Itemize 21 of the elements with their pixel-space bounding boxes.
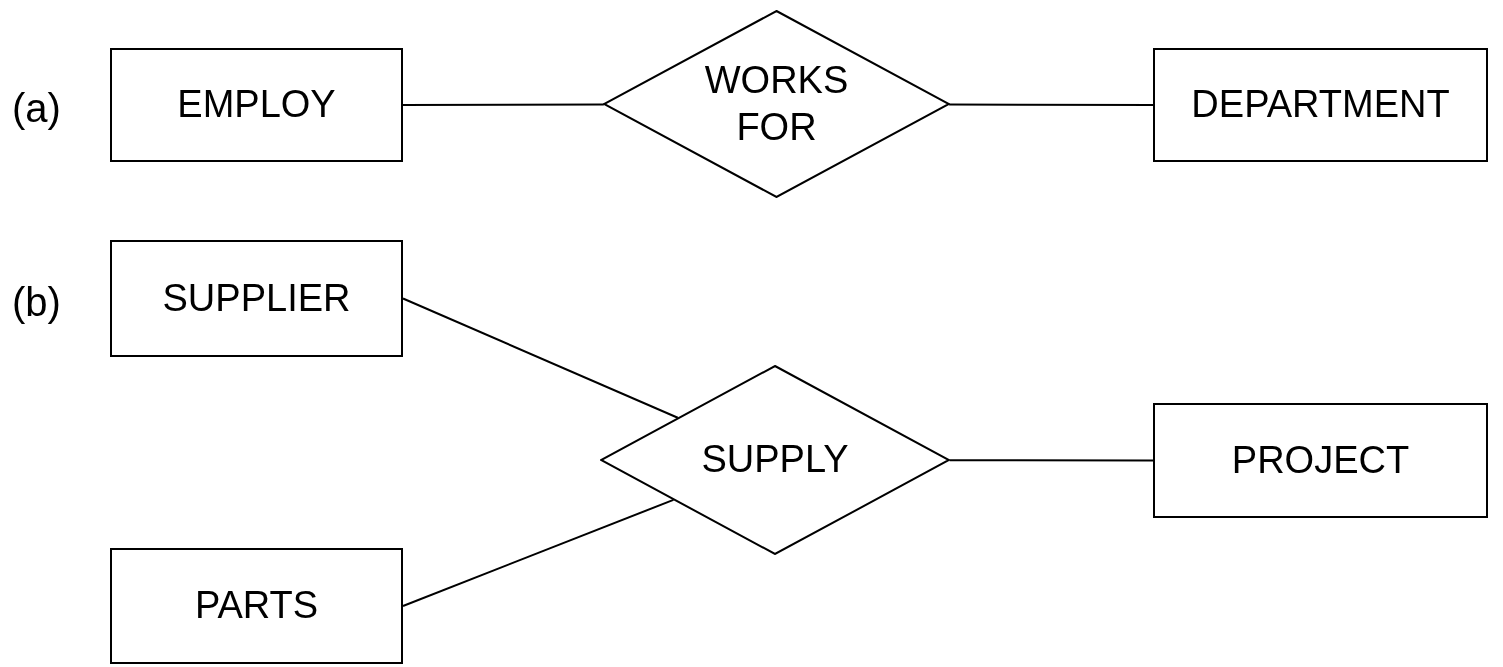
node-label: PARTS xyxy=(194,583,319,629)
node-label: SUPPLIER xyxy=(162,275,351,321)
node-label: WORKS FOR xyxy=(703,57,850,150)
relationship-diamond xyxy=(603,10,950,198)
entity-box xyxy=(1153,403,1488,518)
part-label: (a) xyxy=(12,85,61,132)
connector-line xyxy=(948,459,1154,462)
node-label: PROJECT xyxy=(1231,437,1410,483)
connector-line xyxy=(402,103,605,106)
entity-box xyxy=(110,548,403,664)
relationship-diamond xyxy=(600,365,950,555)
connector-line xyxy=(948,103,1154,106)
connector-line xyxy=(402,498,675,607)
part-label: (b) xyxy=(12,279,61,326)
entity-box xyxy=(110,240,403,357)
node-label: DEPARTMENT xyxy=(1191,82,1450,128)
entity-box xyxy=(110,48,403,162)
node-label: SUPPLY xyxy=(700,437,850,483)
entity-box xyxy=(1153,48,1488,162)
connector-line xyxy=(402,297,679,419)
node-label: EMPLOY xyxy=(177,82,336,128)
